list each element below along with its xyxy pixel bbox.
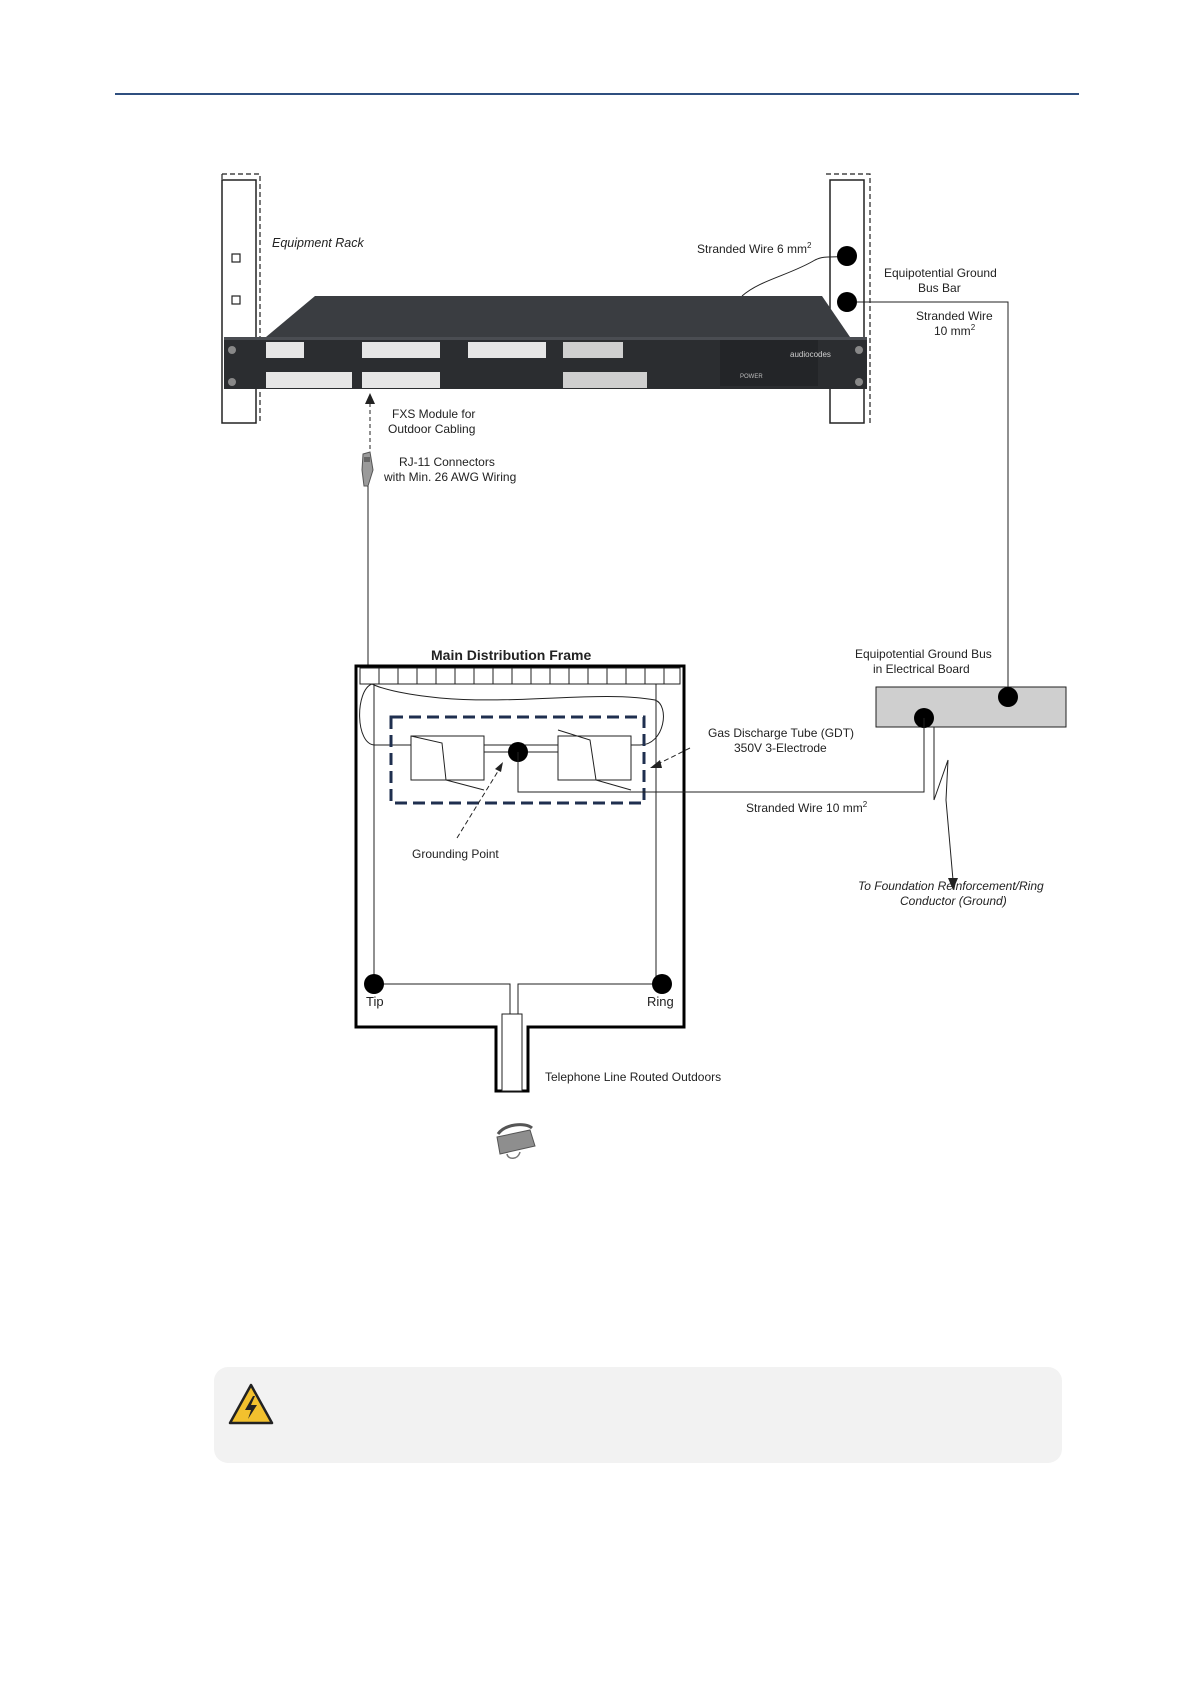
label-stranded-wire-10b: Stranded Wire 10 mm2 (746, 800, 868, 815)
label-fxs-2: Outdoor Cabling (388, 422, 475, 436)
electrical-board-point-upper (998, 687, 1018, 707)
tip-point (364, 974, 384, 994)
label-stranded-wire-10a-1: Stranded Wire (916, 309, 993, 323)
gdt-right-tube (557, 729, 632, 791)
label-stranded-wire-10a-2: 10 mm2 (934, 323, 976, 338)
device-power: POWER (740, 374, 763, 380)
wire-10mm-gdt (517, 718, 925, 793)
grounding-point-arrow (456, 767, 501, 839)
gdt-arrow (657, 747, 691, 765)
telephone-icon (496, 1123, 536, 1159)
port-group-fxs-bottom (266, 372, 647, 388)
label-ground-bus-board-2: in Electrical Board (873, 662, 970, 676)
port-group-fxs-top (266, 342, 623, 358)
label-mdf-title: Main Distribution Frame (431, 647, 591, 663)
electrical-board-ground-bus (875, 686, 1067, 728)
label-fxs-1: FXS Module for (392, 407, 475, 421)
label-telephone-line: Telephone Line Routed Outdoors (545, 1070, 721, 1084)
label-equipment-rack: Equipment Rack (272, 236, 364, 250)
main-distribution-frame (354, 664, 686, 1093)
label-ring: Ring (647, 994, 674, 1009)
media-gateway-device: audiocodes POWER (224, 296, 867, 389)
label-rj11-1: RJ-11 Connectors (399, 455, 495, 469)
label-gdt-1: Gas Discharge Tube (GDT) (708, 726, 854, 740)
wire-10mm-bus (857, 301, 1009, 694)
ground-bus-bar-point (837, 292, 857, 312)
label-ground-bus-bar-1: Equipotential Ground (884, 266, 997, 280)
warning-note-box (214, 1367, 1062, 1463)
header-rule (115, 93, 1079, 95)
label-gdt-2: 350V 3-Electrode (734, 741, 827, 755)
label-ground-bus-board-1: Equipotential Ground Bus (855, 647, 992, 661)
wire-bundle-loop (359, 683, 664, 746)
gdt-enclosure (389, 715, 646, 805)
label-tip: Tip (366, 994, 384, 1009)
device-brand: audiocodes (790, 350, 831, 359)
warning-electrical-hazard-icon (228, 1383, 274, 1425)
label-rj11-2: with Min. 26 AWG Wiring (383, 470, 516, 484)
ground-point-6mm (837, 246, 857, 266)
fxs-arrow-head (365, 393, 375, 404)
label-foundation-1: To Foundation Reinforcement/Ring (858, 879, 1044, 893)
label-stranded-wire-6: Stranded Wire 6 mm2 (697, 241, 812, 256)
wire-to-foundation (933, 727, 954, 881)
telephone-line-sleeve (501, 1013, 523, 1092)
ring-point (652, 974, 672, 994)
label-ground-bus-bar-2: Bus Bar (918, 281, 961, 295)
gdt-left-tube (410, 735, 485, 791)
rj11-connector-icon (361, 451, 374, 487)
wire-6mm (741, 255, 848, 297)
label-grounding-point: Grounding Point (412, 847, 499, 861)
label-foundation-2: Conductor (Ground) (900, 894, 1007, 908)
terminal-strip (359, 667, 681, 685)
